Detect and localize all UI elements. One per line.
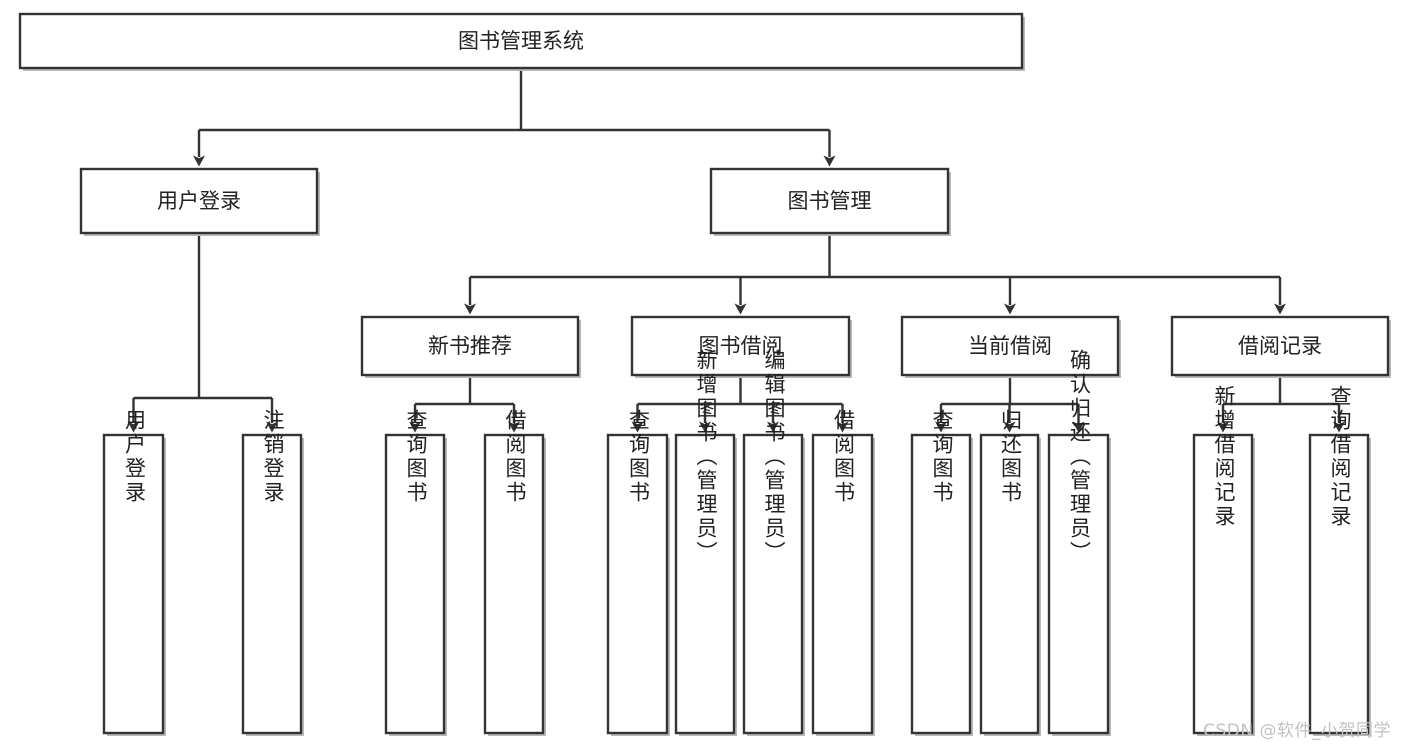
node-label: 借阅记录	[1238, 334, 1322, 358]
node-book-borrow[interactable]: 图书借阅	[630, 315, 852, 378]
leaf-label: 新增借阅记录	[1212, 385, 1236, 529]
node-leaf-add-record[interactable]: 新增借阅记录	[1192, 385, 1255, 736]
node-leaf-query-book-3[interactable]: 查询图书	[910, 409, 973, 736]
node-book-manage[interactable]: 图书管理	[709, 167, 951, 236]
leaf-label: 借阅图书	[503, 409, 527, 505]
node-leaf-return-book[interactable]: 归还图书	[979, 409, 1041, 736]
node-leaf-user-login[interactable]: 用户登录	[102, 409, 166, 736]
node-user-login[interactable]: 用户登录	[79, 167, 320, 236]
node-layer: 图书管理系统用户登录图书管理新书推荐图书借阅当前借阅借阅记录用户登录注销登录查询…	[18, 12, 1391, 736]
node-label: 图书管理系统	[458, 29, 584, 53]
node-leaf-borrow-book-2[interactable]: 借阅图书	[811, 409, 875, 736]
node-leaf-borrow-book-1[interactable]: 借阅图书	[483, 409, 546, 736]
node-label: 图书管理	[788, 189, 872, 213]
node-label: 图书借阅	[699, 334, 783, 358]
node-leaf-query-book-1[interactable]: 查询图书	[384, 409, 447, 736]
leaf-label: 注销登录	[261, 409, 285, 505]
node-current-borrow[interactable]: 当前借阅	[900, 315, 1121, 378]
node-leaf-query-record[interactable]: 查询借阅记录	[1308, 385, 1371, 736]
leaf-label: 归还图书	[999, 409, 1023, 505]
node-leaf-add-book[interactable]: 新增图书（管理员）	[674, 349, 737, 736]
node-leaf-query-book-2[interactable]: 查询图书	[606, 409, 670, 736]
leaf-label: 用户登录	[123, 409, 147, 505]
leaf-label: 查询借阅记录	[1328, 385, 1352, 529]
node-label: 用户登录	[157, 189, 241, 213]
connector-layer	[127, 68, 1345, 433]
leaf-label: 查询图书	[404, 409, 428, 505]
node-label: 新书推荐	[428, 334, 512, 358]
node-root[interactable]: 图书管理系统	[18, 12, 1025, 71]
leaf-label: 查询图书	[930, 409, 954, 505]
node-borrow-record[interactable]: 借阅记录	[1170, 315, 1391, 378]
node-new-book-rec[interactable]: 新书推荐	[360, 315, 581, 378]
node-leaf-logout[interactable]: 注销登录	[241, 409, 304, 736]
watermark-label: CSDN @软件_小贺同学	[1203, 721, 1391, 741]
leaf-label: 确认归还（管理员）	[1068, 349, 1092, 565]
node-leaf-confirm-return[interactable]: 确认归还（管理员）	[1047, 349, 1111, 736]
leaf-label: 编辑图书（管理员）	[762, 349, 786, 565]
node-leaf-edit-book[interactable]: 编辑图书（管理员）	[742, 349, 805, 736]
node-label: 当前借阅	[968, 334, 1052, 358]
leaf-label: 借阅图书	[832, 409, 856, 505]
leaf-label: 新增图书（管理员）	[694, 349, 718, 565]
leaf-label: 查询图书	[627, 409, 651, 505]
